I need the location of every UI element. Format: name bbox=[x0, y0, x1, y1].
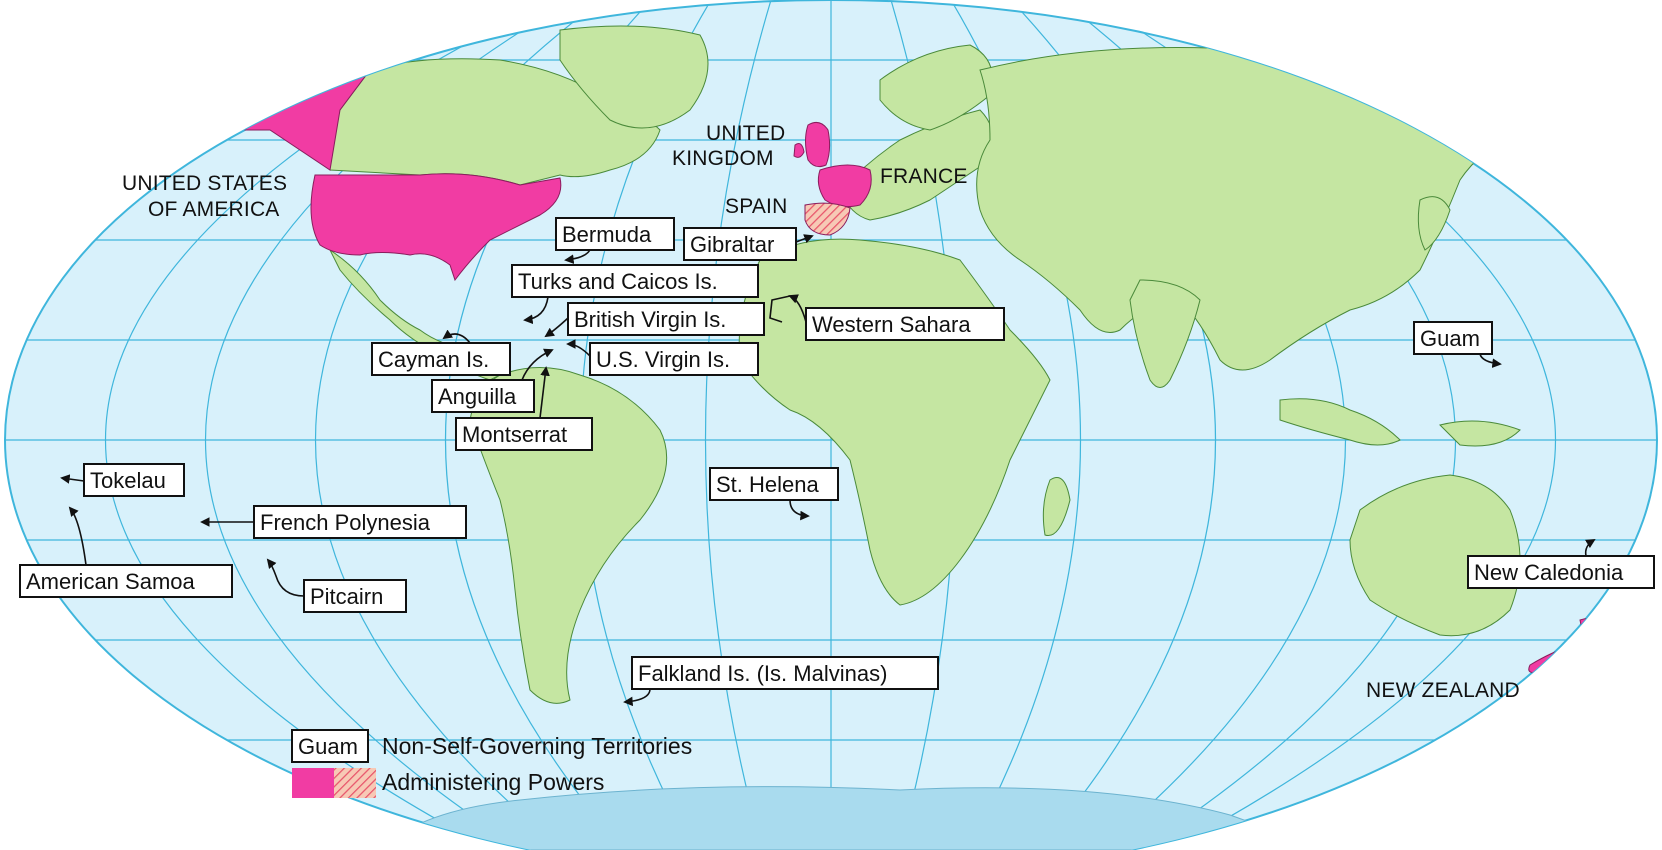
australia-land bbox=[1349, 474, 1521, 637]
label-cayman[interactable]: Cayman Is. bbox=[371, 342, 511, 376]
label-pitcairn[interactable]: Pitcairn bbox=[303, 579, 407, 613]
label-montserrat[interactable]: Montserrat bbox=[455, 417, 593, 451]
svg-text:Anguilla: Anguilla bbox=[438, 384, 517, 409]
usa-label-line1: UNITED STATES bbox=[122, 172, 287, 195]
new-guinea-land bbox=[1439, 420, 1521, 447]
legend-sample-box: Guam bbox=[291, 729, 369, 763]
uk-label-line2: KINGDOM bbox=[672, 147, 774, 170]
svg-text:Cayman Is.: Cayman Is. bbox=[378, 347, 489, 372]
label-turks[interactable]: Turks and Caicos Is. bbox=[511, 264, 759, 298]
label-new-caledonia[interactable]: New Caledonia bbox=[1467, 555, 1655, 589]
svg-text:Turks and Caicos Is.: Turks and Caicos Is. bbox=[518, 269, 718, 294]
uk-shape bbox=[805, 121, 831, 168]
svg-text:Pitcairn: Pitcairn bbox=[310, 584, 383, 609]
svg-text:Guam: Guam bbox=[1420, 326, 1480, 351]
spain-shape bbox=[804, 202, 851, 236]
legend-territories-text: Non-Self-Governing Territories bbox=[382, 733, 692, 759]
legend-power-swatch bbox=[292, 768, 334, 798]
uk-ireland-shape bbox=[793, 143, 805, 158]
svg-text:French Polynesia: French Polynesia bbox=[260, 510, 431, 535]
label-usvi[interactable]: U.S. Virgin Is. bbox=[589, 342, 759, 376]
label-tokelau[interactable]: Tokelau bbox=[83, 463, 185, 497]
svg-text:U.S. Virgin Is.: U.S. Virgin Is. bbox=[596, 347, 730, 372]
svg-text:Bermuda: Bermuda bbox=[562, 222, 652, 247]
france-label: FRANCE bbox=[880, 165, 968, 188]
label-guam[interactable]: Guam bbox=[1413, 321, 1493, 355]
indonesia-land bbox=[1279, 398, 1401, 446]
svg-text:Tokelau: Tokelau bbox=[90, 468, 166, 493]
antarctica bbox=[378, 786, 1321, 850]
madagascar-land bbox=[1042, 477, 1071, 537]
label-bermuda[interactable]: Bermuda bbox=[555, 217, 675, 251]
svg-text:American Samoa: American Samoa bbox=[26, 569, 196, 594]
usa-shape bbox=[310, 173, 562, 282]
label-falklands[interactable]: Falkland Is. (Is. Malvinas) bbox=[631, 656, 939, 690]
greenland-land bbox=[559, 25, 709, 129]
label-gibraltar[interactable]: Gibraltar bbox=[683, 227, 797, 261]
label-bvi[interactable]: British Virgin Is. bbox=[567, 302, 765, 336]
india-land bbox=[1129, 279, 1201, 388]
label-st-helena[interactable]: St. Helena bbox=[709, 467, 839, 501]
label-american-samoa[interactable]: American Samoa bbox=[19, 564, 233, 598]
label-anguilla[interactable]: Anguilla bbox=[431, 379, 535, 413]
svg-text:Guam: Guam bbox=[298, 734, 358, 759]
legend: Guam Non-Self-Governing Territories Admi… bbox=[291, 729, 692, 798]
south-america-land bbox=[469, 367, 668, 704]
usa-label-line2: OF AMERICA bbox=[148, 198, 280, 221]
svg-text:New Caledonia: New Caledonia bbox=[1474, 560, 1624, 585]
svg-text:Western Sahara: Western Sahara bbox=[812, 312, 971, 337]
label-french-polynesia[interactable]: French Polynesia bbox=[253, 505, 467, 539]
label-pointers bbox=[60, 234, 1596, 707]
spain-label: SPAIN bbox=[725, 195, 787, 218]
svg-text:St. Helena: St. Helena bbox=[716, 472, 819, 497]
svg-text:Gibraltar: Gibraltar bbox=[690, 232, 774, 257]
label-western-sahara[interactable]: Western Sahara bbox=[805, 307, 1005, 341]
uk-label-line1: UNITED bbox=[706, 122, 785, 145]
svg-text:Montserrat: Montserrat bbox=[462, 422, 567, 447]
france-shape bbox=[817, 164, 872, 208]
legend-power-hatch-swatch bbox=[334, 768, 376, 798]
svg-text:Falkland Is. (Is. Malvinas): Falkland Is. (Is. Malvinas) bbox=[638, 661, 887, 686]
svg-text:British Virgin Is.: British Virgin Is. bbox=[574, 307, 726, 332]
nz-label: NEW ZEALAND bbox=[1366, 679, 1520, 702]
japan-land bbox=[1417, 196, 1451, 251]
administering-power-labels: UNITED STATES OF AMERICA UNITED KINGDOM … bbox=[122, 122, 1520, 702]
legend-powers-text: Administering Powers bbox=[382, 769, 604, 795]
territory-labels: Bermuda Gibraltar Turks and Caicos Is. B… bbox=[19, 217, 1655, 690]
